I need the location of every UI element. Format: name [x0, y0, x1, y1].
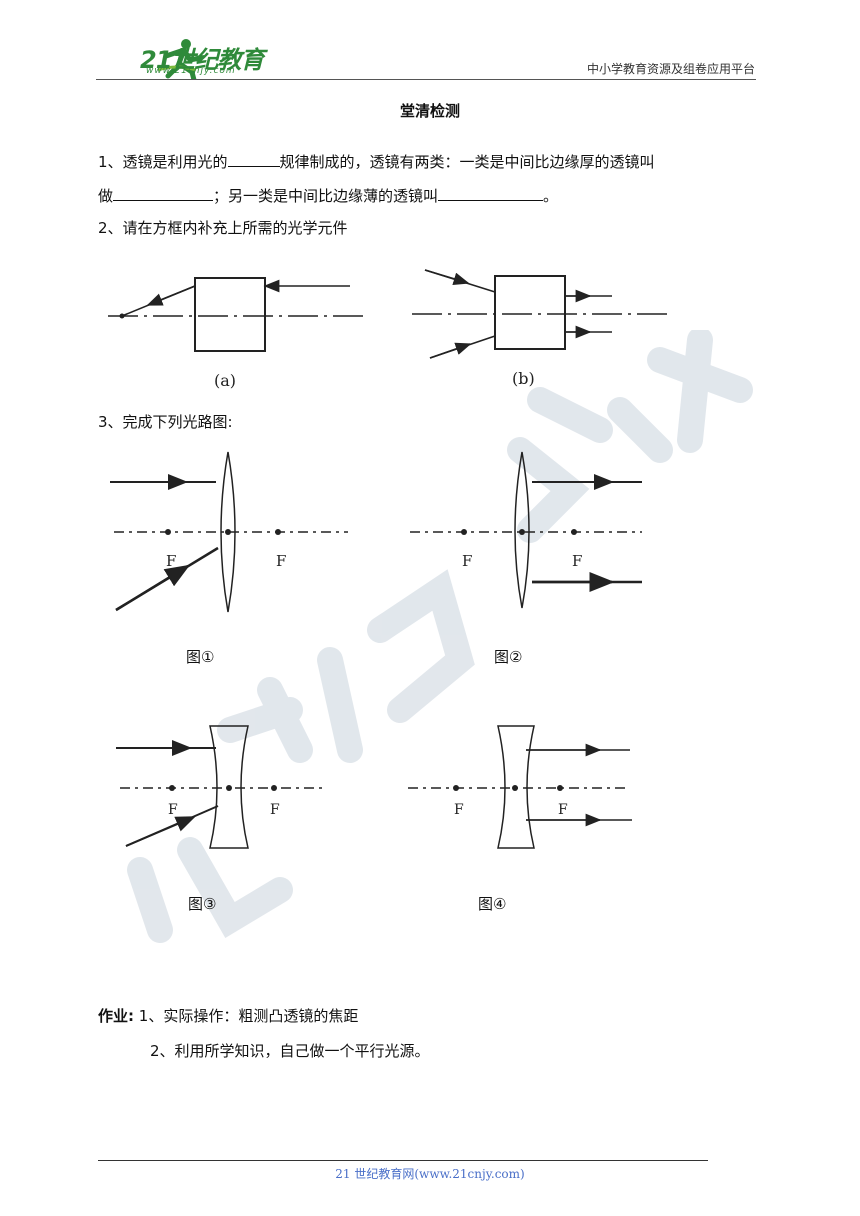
footer-divider: [98, 1160, 708, 1161]
platform-name: 中小学教育资源及组卷应用平台: [586, 62, 755, 76]
question-3-text: 3、完成下列光路图:: [98, 413, 233, 431]
homework-line-1: 作业: 1、实际操作：粗测凸透镜的焦距: [98, 1006, 358, 1026]
figure-boxes-a-b: (a) (b): [108, 269, 672, 390]
diagram-b: [412, 269, 672, 359]
question-1-line-1: 1、透镜是利用光的 规律制成的，透镜有两类：一类是中间比边缘厚的透镜叫: [98, 150, 655, 172]
focus-label: F: [454, 802, 464, 818]
focus-label: F: [558, 802, 568, 818]
caption-figure-1: 图①: [186, 648, 215, 666]
label-a: (a): [214, 371, 236, 390]
question-1-line-2: 做 ；另一类是中间比边缘薄的透镜叫 。: [98, 184, 558, 206]
label-b: (b): [512, 369, 535, 388]
figure-1-convex-lens: F F: [110, 451, 348, 613]
q1-text-a: 1、透镜是利用光的: [98, 153, 228, 171]
q1-text-d: ；另一类是中间比边缘薄的透镜叫: [213, 187, 439, 205]
question-2-text: 2、请在方框内补充上所需的光学元件: [98, 219, 348, 237]
q1-blank-2[interactable]: [113, 184, 214, 201]
header-divider: [96, 79, 756, 80]
footer-link[interactable]: 21 世纪教育网(www.21cnjy.com): [335, 1167, 525, 1181]
homework-item-2: 2、利用所学知识，自己做一个平行光源。: [150, 1042, 430, 1060]
logo-subtext: www.21cnjy.com: [146, 66, 236, 76]
focus-label: F: [462, 552, 472, 570]
diagram-a: [108, 277, 368, 352]
logo-text: 21世纪教育: [140, 46, 264, 74]
homework-item-1: 1、实际操作：粗测凸透镜的焦距: [138, 1007, 359, 1025]
focus-label: F: [572, 552, 582, 570]
focus-label: F: [166, 552, 176, 570]
figure-4-concave-lens: F F: [408, 725, 632, 849]
page-title: 堂清检测: [399, 102, 460, 120]
q1-blank-1[interactable]: [227, 150, 280, 167]
focus-label: F: [168, 802, 178, 818]
caption-figure-4: 图④: [478, 895, 507, 913]
q1-blank-3[interactable]: [438, 184, 544, 201]
q1-text-c: 做: [98, 187, 114, 205]
q1-text-e: 。: [543, 187, 559, 205]
q1-text-b: 规律制成的，透镜有两类：一类是中间比边缘厚的透镜叫: [279, 153, 655, 171]
logo-runner-icon: [157, 39, 203, 80]
figure-2-convex-lens: F F: [410, 451, 642, 609]
caption-figure-3: 图③: [188, 895, 217, 913]
homework-label: 作业:: [98, 1007, 134, 1025]
figure-3-concave-lens: F F: [116, 725, 324, 849]
caption-figure-2: 图②: [494, 648, 523, 666]
focus-label: F: [276, 552, 286, 570]
focus-label: F: [270, 802, 280, 818]
